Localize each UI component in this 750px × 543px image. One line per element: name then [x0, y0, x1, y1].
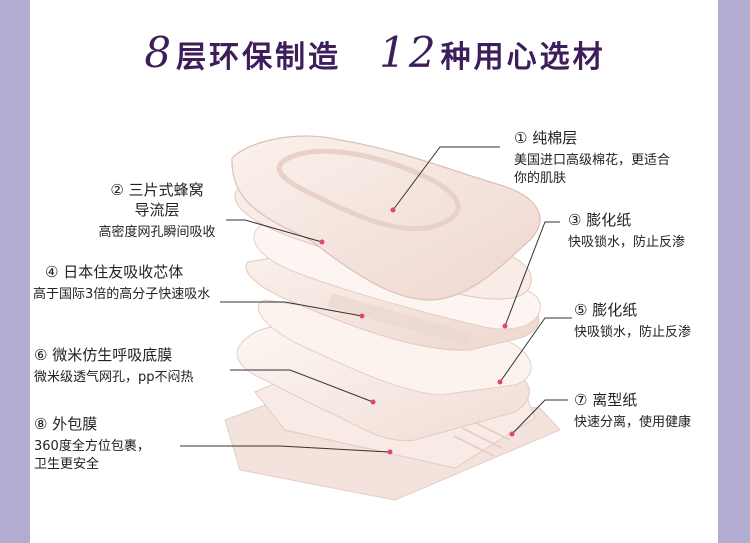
marker-dot-5 — [497, 379, 503, 385]
marker-dot-4 — [359, 313, 365, 319]
leader-line-3 — [504, 221, 560, 327]
title-left-text: 层环保制造 — [176, 40, 342, 75]
label-release-paper: ⑦ 离型纸 快速分离，使用健康 — [574, 390, 691, 432]
label-cotton-desc-1: 美国进口高级棉花，更适合 — [514, 153, 671, 168]
label-release-paper-desc: 快速分离，使用健康 — [574, 415, 692, 430]
absorbent-core-texture — [328, 293, 472, 347]
label-inflated-paper-1: ③ 膨化纸 快吸锁水，防止反渗 — [568, 210, 685, 252]
page-title: 8层环保制造 12种用心选材 — [0, 28, 750, 77]
title-right-text: 种用心选材 — [440, 40, 606, 75]
label-bottom-film-heading: ⑥ 微米仿生呼吸底膜 — [34, 346, 173, 364]
marker-dot-3 — [502, 323, 508, 329]
label-absorbent-core-heading: ④ 日本住友吸收芯体 — [45, 263, 184, 281]
inflated-paper-lower — [257, 299, 532, 396]
marker-dot-7 — [509, 431, 515, 437]
label-bottom-film: ⑥ 微米仿生呼吸底膜 微米级透气网孔，pp不闷热 — [34, 345, 194, 387]
label-honeycomb-layer: ② 三片式蜂窝 导流层 高密度网孔瞬间吸收 — [78, 180, 236, 242]
marker-dot-2 — [319, 239, 325, 245]
cotton-top-layer — [231, 135, 541, 301]
label-honeycomb-heading-1: ② 三片式蜂窝 — [110, 181, 204, 199]
leader-line-7 — [511, 399, 568, 435]
leader-line-8 — [180, 445, 391, 453]
label-outer-wrap-desc-1: 360度全方位包裹， — [34, 439, 150, 454]
label-release-paper-heading: ⑦ 离型纸 — [574, 391, 638, 409]
marker-dot-1 — [390, 207, 396, 213]
label-outer-wrap-heading: ⑧ 外包膜 — [34, 415, 98, 433]
title-right-number: 12 — [379, 28, 439, 77]
label-absorbent-core-desc: 高于国际3倍的高分子快速吸水 — [33, 287, 211, 302]
title-left-number: 8 — [144, 28, 175, 77]
label-inflated-paper-1-desc: 快吸锁水，防止反渗 — [568, 235, 686, 250]
label-inflated-paper-1-heading: ③ 膨化纸 — [568, 211, 632, 229]
leader-line-1 — [392, 146, 500, 211]
leader-line-4 — [220, 301, 363, 317]
label-outer-wrap: ⑧ 外包膜 360度全方位包裹， 卫生更安全 — [34, 414, 150, 474]
label-cotton-desc-2: 你的肌肤 — [514, 171, 567, 186]
label-inflated-paper-2-heading: ⑤ 膨化纸 — [574, 301, 638, 319]
label-bottom-film-desc: 微米级透气网孔，pp不闷热 — [34, 370, 194, 385]
label-cotton-heading: ① 纯棉层 — [514, 129, 578, 147]
marker-dot-6 — [370, 399, 376, 405]
leader-line-5 — [499, 317, 572, 383]
label-cotton-layer: ① 纯棉层 美国进口高级棉花，更适合 你的肌肤 — [514, 128, 670, 188]
label-absorbent-core: ④ 日本住友吸收芯体 高于国际3倍的高分子快速吸水 — [33, 262, 210, 304]
label-honeycomb-desc: 高密度网孔瞬间吸收 — [98, 225, 216, 240]
leader-line-6 — [230, 369, 374, 403]
label-inflated-paper-2: ⑤ 膨化纸 快吸锁水，防止反渗 — [574, 300, 691, 342]
label-inflated-paper-2-desc: 快吸锁水，防止反渗 — [574, 325, 692, 340]
marker-dot-8 — [387, 449, 393, 455]
label-outer-wrap-desc-2: 卫生更安全 — [34, 457, 100, 472]
label-honeycomb-heading-2: 导流层 — [134, 201, 180, 219]
cotton-inner-channel — [276, 148, 461, 232]
release-paper-ribbing — [453, 419, 511, 457]
leader-line-2 — [226, 219, 323, 243]
